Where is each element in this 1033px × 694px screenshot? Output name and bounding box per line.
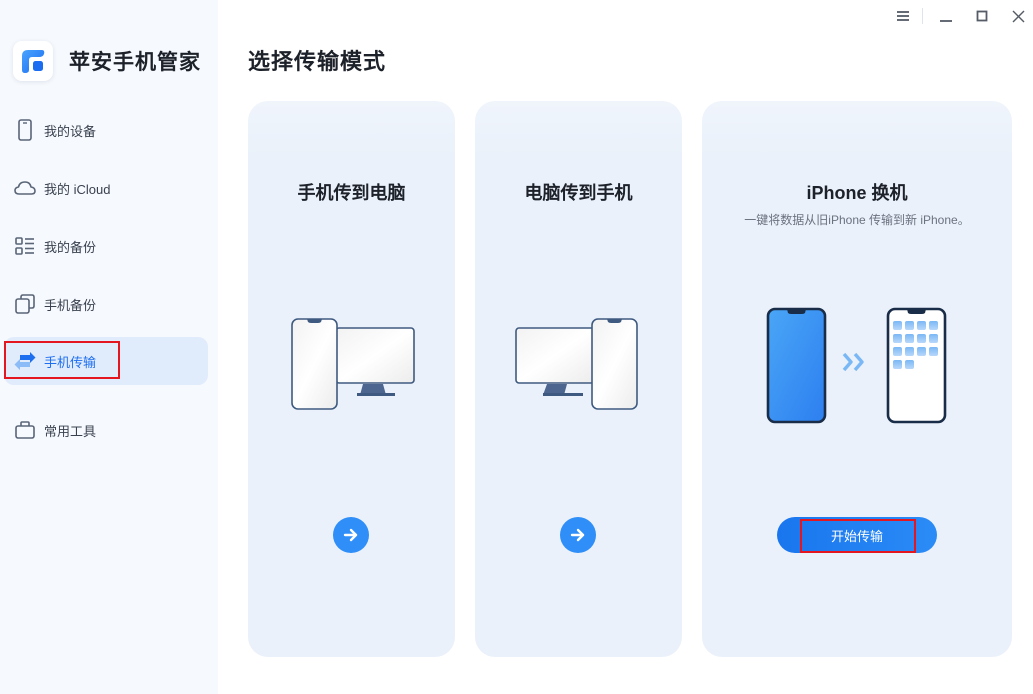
sidebar-item-phone-backup[interactable]: 手机备份 xyxy=(4,280,208,328)
highlight-box xyxy=(4,341,120,379)
sidebar-item-label: 我的备份 xyxy=(44,239,97,255)
start-transfer-button[interactable]: 开始传输 xyxy=(777,517,937,553)
app-logo-icon xyxy=(13,41,53,81)
go-button[interactable] xyxy=(560,517,596,553)
sidebar-item-label: 我的设备 xyxy=(44,123,97,139)
menu-button[interactable] xyxy=(888,1,918,31)
sidebar: 苹安手机管家 我的设备 我的 iCloud 我的备份 xyxy=(0,0,218,694)
highlight-box xyxy=(800,519,916,553)
brand: 苹安手机管家 xyxy=(13,41,201,81)
sidebar-item-label: 我的 iCloud xyxy=(44,181,111,197)
minimize-button[interactable] xyxy=(931,1,961,31)
card-title: iPhone 换机 xyxy=(806,183,908,203)
card-subtitle: 一键将数据从旧iPhone 传输到新 iPhone。 xyxy=(744,213,970,227)
phone-icon xyxy=(14,118,36,142)
toolbox-icon xyxy=(14,418,36,442)
card-title: 手机传到电脑 xyxy=(297,183,406,203)
sidebar-item-label: 常用工具 xyxy=(44,423,97,439)
transfer-icon xyxy=(14,349,36,373)
divider xyxy=(922,8,923,24)
sidebar-item-my-backup[interactable]: 我的备份 xyxy=(4,222,208,270)
card-pc-to-phone[interactable]: 电脑传到手机 xyxy=(475,101,682,657)
sidebar-item-label: 手机备份 xyxy=(44,297,97,313)
minimize-icon xyxy=(940,20,952,22)
page-title: 选择传输模式 xyxy=(248,49,387,74)
maximize-icon xyxy=(976,10,988,22)
card-phone-to-pc[interactable]: 手机传到电脑 xyxy=(248,101,455,657)
start-transfer-label: 开始传输 xyxy=(830,528,883,544)
arrow-right-icon xyxy=(343,528,358,542)
cloud-icon xyxy=(14,176,36,200)
maximize-button[interactable] xyxy=(967,1,997,31)
close-button[interactable] xyxy=(1003,1,1033,31)
sidebar-item-phone-transfer[interactable]: 手机传输 xyxy=(4,337,208,385)
list-icon xyxy=(14,234,36,258)
sidebar-item-label: 手机传输 xyxy=(44,354,97,370)
pc-to-phone-illustration xyxy=(515,318,638,410)
phone-to-pc-illustration xyxy=(291,318,415,410)
sidebar-item-common-tools[interactable]: 常用工具 xyxy=(4,406,208,454)
iphone-switch-illustration xyxy=(766,307,947,424)
copy-icon xyxy=(14,292,36,316)
card-title: 电脑传到手机 xyxy=(524,183,633,203)
go-button[interactable] xyxy=(333,517,369,553)
card-iphone-switch[interactable]: iPhone 换机 一键将数据从旧iPhone 传输到新 iPhone。 开始传… xyxy=(702,101,1012,657)
arrow-right-icon xyxy=(570,528,585,542)
close-icon xyxy=(1012,10,1024,22)
menu-icon xyxy=(897,11,909,21)
app-name: 苹安手机管家 xyxy=(69,51,201,74)
window-controls xyxy=(888,0,1033,32)
sidebar-item-my-icloud[interactable]: 我的 iCloud xyxy=(4,164,208,212)
sidebar-item-my-device[interactable]: 我的设备 xyxy=(4,106,208,154)
